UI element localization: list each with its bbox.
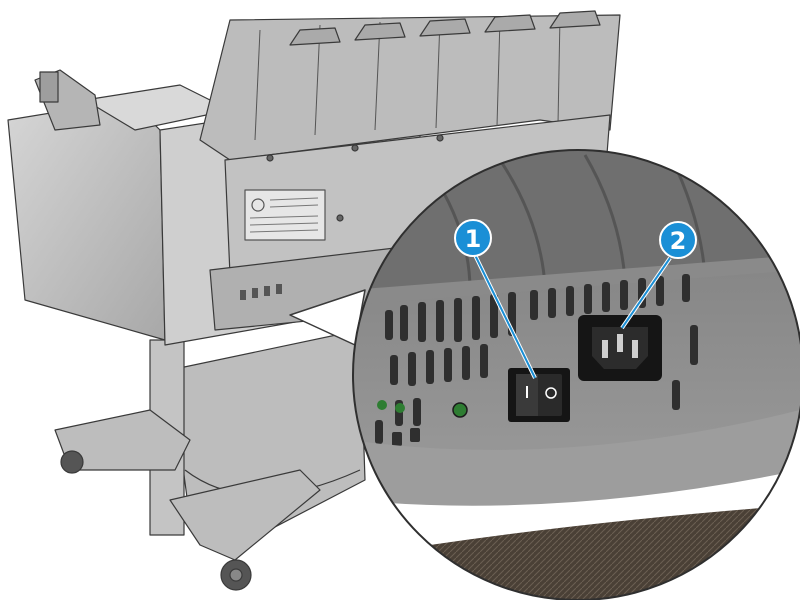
rating-label (244, 189, 326, 241)
printer-body-left (7, 99, 166, 341)
callout-1-number: 1 (465, 225, 482, 253)
callout-2-badge (659, 221, 697, 259)
switch-on-mark-icon (526, 386, 528, 398)
callout-2-number: 2 (670, 227, 687, 255)
status-led (452, 402, 468, 418)
zoom-detail (352, 149, 800, 600)
callout-1-badge (454, 219, 492, 257)
stand-foot-right (169, 469, 321, 561)
callout-1: 1 (454, 219, 537, 379)
power-socket (578, 315, 662, 381)
power-switch (508, 368, 570, 422)
caster-left (60, 450, 84, 474)
switch-off-mark-icon (545, 387, 557, 399)
callout-2: 2 (620, 221, 697, 330)
